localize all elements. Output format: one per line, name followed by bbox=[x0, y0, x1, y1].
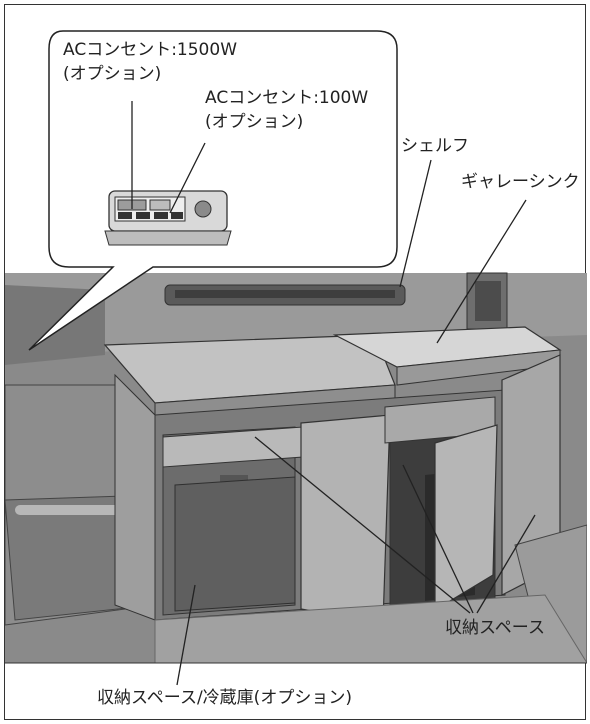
cabinet-illustration bbox=[5, 30, 587, 686]
figure-frame: ACコンセント:1500W (オプション) ACコンセント:100W (オプショ… bbox=[4, 4, 587, 720]
callout-ac-1500w-label: ACコンセント:1500W bbox=[63, 40, 238, 60]
callout-ac-100w-option: (オプション) bbox=[205, 112, 304, 132]
left-door bbox=[300, 414, 391, 624]
callout-ac-1500w-option: (オプション) bbox=[63, 64, 162, 84]
galley-sink-label: ギャレーシンク bbox=[461, 172, 580, 192]
storage-fridge-label: 収納スペース/冷蔵庫(オプション) bbox=[97, 688, 352, 708]
ac-outlet-device bbox=[104, 190, 232, 246]
right-door bbox=[434, 424, 498, 612]
storage-space-label: 収納スペース bbox=[445, 618, 545, 638]
leader-lines bbox=[131, 101, 536, 686]
callout-ac-100w-label: ACコンセント:100W bbox=[205, 88, 369, 108]
shelf-label: シェルフ bbox=[401, 136, 469, 156]
